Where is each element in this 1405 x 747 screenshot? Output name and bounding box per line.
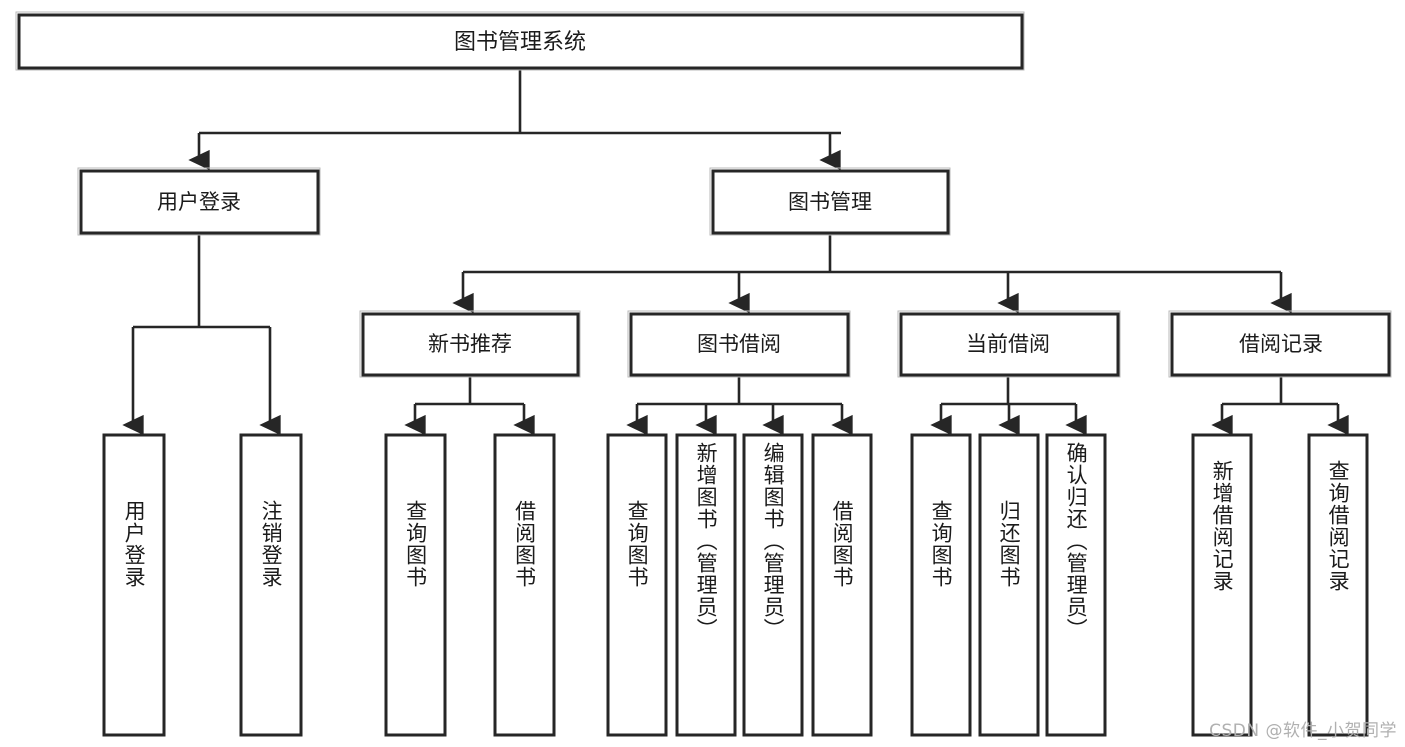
leaf-boxes-group [102, 433, 1369, 737]
connectors-group [122, 68, 1349, 436]
node-book-borrow[interactable]: 图书借阅 [627, 310, 851, 378]
node-book-manage[interactable]: 图书管理 [709, 167, 951, 236]
node-new-book-recommend-label: 新书推荐 [428, 332, 512, 356]
leaf-query-book-2-box[interactable] [606, 433, 668, 737]
leaf-query-book-1-box[interactable] [384, 433, 447, 737]
leaf-query-record-box[interactable] [1307, 433, 1369, 737]
node-root-shadow [15, 11, 1025, 71]
leaf-add-record-box[interactable] [1191, 433, 1253, 737]
node-book-borrow-box [629, 312, 850, 377]
node-user-login[interactable]: 用户登录 [77, 167, 321, 236]
node-book-manage-shadow [709, 167, 951, 236]
node-borrow-record-label: 借阅记录 [1239, 332, 1323, 356]
node-borrow-record[interactable]: 借阅记录 [1168, 310, 1392, 378]
leaf-query-book-3-box[interactable] [910, 433, 972, 737]
node-user-login-box [79, 169, 320, 235]
node-borrow-record-box [1170, 312, 1391, 377]
leaf-add-book-box[interactable] [675, 433, 737, 737]
node-current-borrow-label: 当前借阅 [966, 332, 1050, 356]
node-new-book-recommend-shadow [359, 310, 581, 378]
node-book-borrow-label: 图书借阅 [697, 332, 781, 356]
leaf-confirm-return-box[interactable] [1045, 433, 1107, 737]
node-book-borrow-shadow [627, 310, 851, 378]
leaf-user-logout-box[interactable] [239, 433, 303, 737]
node-user-login-shadow [77, 167, 321, 236]
node-root-box [17, 13, 1024, 70]
leaf-borrow-book-1-box[interactable] [493, 433, 556, 737]
node-new-book-recommend[interactable]: 新书推荐 [359, 310, 581, 378]
leaf-borrow-book-2-box[interactable] [811, 433, 873, 737]
node-book-manage-box [711, 169, 950, 235]
leaf-return-book-box[interactable] [978, 433, 1040, 737]
node-current-borrow-box [899, 312, 1120, 377]
node-current-borrow-shadow [897, 310, 1121, 378]
node-root[interactable]: 图书管理系统 [15, 11, 1025, 71]
leaf-edit-book-box[interactable] [742, 433, 804, 737]
leaf-user-login-box[interactable] [102, 433, 166, 737]
node-root-label: 图书管理系统 [454, 30, 586, 55]
node-user-login-label: 用户登录 [157, 190, 241, 214]
node-current-borrow[interactable]: 当前借阅 [897, 310, 1121, 378]
node-new-book-recommend-box [361, 312, 580, 377]
node-borrow-record-shadow [1168, 310, 1392, 378]
node-book-manage-label: 图书管理 [788, 190, 872, 214]
